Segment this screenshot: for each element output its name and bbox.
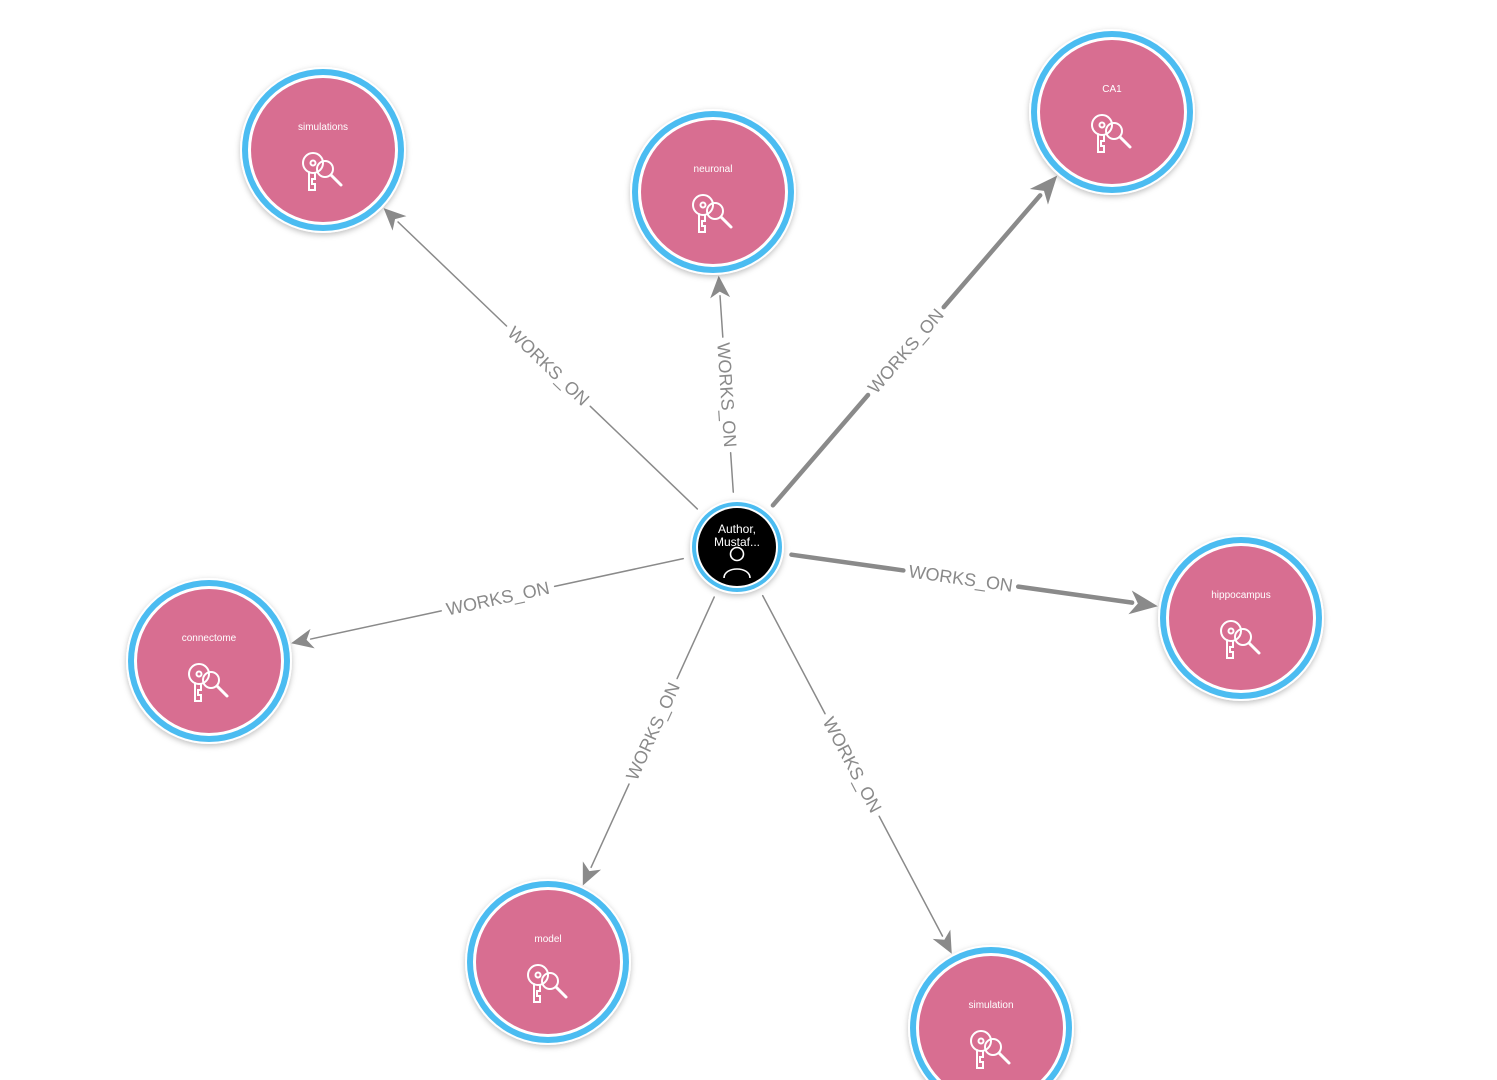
- edge-works-on-ca1[interactable]: WORKS_ON: [770, 175, 1058, 508]
- edge-arrowhead: [710, 275, 731, 299]
- edge-works-on-neuronal[interactable]: WORKS_ON: [710, 275, 740, 493]
- node-label: neuronal: [694, 164, 733, 175]
- edge-line: [789, 552, 906, 573]
- author-label-line2: Mustaf...: [714, 535, 760, 549]
- node-label: simulations: [298, 122, 348, 133]
- edge-label: WORKS_ON: [712, 342, 740, 448]
- node-label: connectome: [182, 633, 237, 644]
- edge-line: [770, 392, 871, 508]
- edge-line: [676, 596, 715, 680]
- nodes-layer: simulations neuronal CA1 hippocampus simulat…: [126, 29, 1324, 1080]
- edge-works-on-connectome[interactable]: WORKS_ON: [291, 557, 684, 649]
- node-label: hippocampus: [1211, 590, 1270, 601]
- edge-arrowhead: [1128, 590, 1158, 615]
- edge-works-on-hippocampus[interactable]: WORKS_ON: [789, 552, 1158, 615]
- node-label: CA1: [1102, 84, 1122, 95]
- edge-works-on-simulations[interactable]: WORKS_ON: [383, 208, 699, 510]
- topic-node-hippocampus[interactable]: hippocampus: [1158, 535, 1324, 701]
- key-search-icon: [1091, 114, 1132, 153]
- edge-label: WORKS_ON: [503, 323, 593, 411]
- key-search-icon: [692, 194, 733, 233]
- node-fill: [251, 78, 395, 222]
- key-search-icon: [188, 663, 229, 702]
- node-fill: [476, 890, 620, 1034]
- edge-line: [309, 610, 442, 640]
- edge-line: [729, 452, 735, 493]
- edge-line: [590, 783, 630, 869]
- key-search-icon: [970, 1030, 1011, 1069]
- edge-works-on-simulation[interactable]: WORKS_ON: [761, 594, 952, 954]
- node-label: model: [534, 934, 561, 945]
- node-fill: [1169, 546, 1313, 690]
- edge-label: WORKS_ON: [622, 679, 685, 783]
- edge-works-on-model[interactable]: WORKS_ON: [582, 596, 715, 886]
- edge-line: [761, 594, 826, 715]
- node-fill: [1040, 40, 1184, 184]
- node-fill: [641, 120, 785, 264]
- edge-line: [397, 221, 508, 327]
- edge-line: [719, 295, 724, 338]
- topic-node-model[interactable]: model: [465, 879, 631, 1045]
- key-search-icon: [527, 964, 568, 1003]
- edge-arrowhead: [291, 628, 315, 649]
- author-node[interactable]: Author, Mustaf...: [690, 500, 784, 594]
- edge-line: [1015, 584, 1135, 605]
- key-search-icon: [302, 152, 343, 191]
- edge-arrowhead: [582, 861, 602, 886]
- topic-node-simulation[interactable]: simulation: [908, 945, 1074, 1080]
- author-label-line1: Author,: [718, 522, 756, 536]
- edge-arrowhead: [1029, 175, 1058, 205]
- topic-node-connectome[interactable]: connectome: [126, 578, 292, 744]
- node-fill: [137, 589, 281, 733]
- node-fill: [919, 956, 1063, 1080]
- edge-line: [553, 557, 684, 588]
- edge-line: [589, 405, 699, 510]
- edge-arrowhead: [383, 208, 407, 231]
- node-label: simulation: [968, 1000, 1013, 1011]
- topic-node-simulations[interactable]: simulations: [240, 67, 406, 233]
- edge-arrowhead: [932, 929, 952, 954]
- edge-label: WORKS_ON: [444, 578, 551, 621]
- key-search-icon: [1220, 620, 1261, 659]
- edge-label: WORKS_ON: [864, 305, 948, 398]
- edge-line: [878, 815, 944, 937]
- edge-line: [941, 193, 1043, 310]
- edge-label: WORKS_ON: [907, 561, 1014, 596]
- topic-node-neuronal[interactable]: neuronal: [630, 109, 796, 275]
- topic-node-ca1[interactable]: CA1: [1029, 29, 1195, 195]
- person-icon: [723, 546, 751, 579]
- edge-label: WORKS_ON: [818, 714, 886, 817]
